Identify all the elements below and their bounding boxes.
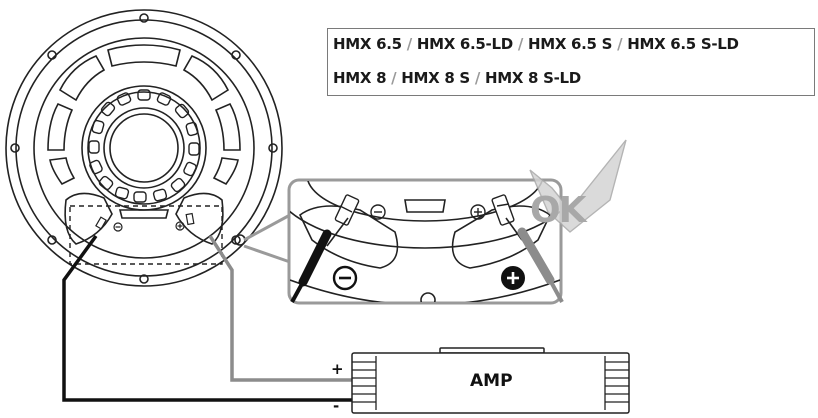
amp-label: AMP: [470, 371, 513, 391]
model-name: HMX 8 S-LD: [484, 69, 581, 87]
inset-positive-wire: [505, 217, 564, 303]
ok-label: OK: [530, 190, 586, 231]
model-list-line-2: HMX 8 / HMX 8 S / HMX 8 S-LD: [333, 69, 581, 87]
model-separator: /: [517, 35, 524, 53]
model-name: HMX 6.5 S: [527, 35, 613, 53]
inset-negative-symbol: [332, 265, 358, 291]
amplifier: [351, 347, 630, 414]
model-name: HMX 6.5: [333, 35, 402, 53]
model-name: HMX 8 S: [401, 69, 470, 87]
speaker-terminal-symbols: [95, 212, 195, 232]
amp-heatsink-fins: [352, 356, 629, 410]
zoom-inset: [287, 178, 564, 305]
model-list-line-1: HMX 6.5 / HMX 6.5-LD / HMX 6.5 S / HMX 6…: [333, 35, 739, 53]
model-separator: /: [391, 69, 397, 87]
basket-windows: [47, 44, 241, 186]
callout-connectors: [243, 213, 291, 264]
terminal-highlight-box: [69, 205, 223, 265]
positive-wire: [208, 235, 370, 382]
speaker-rear-view: [5, 9, 283, 287]
model-name: HMX 8: [333, 69, 387, 87]
inset-positive-terminal: [491, 194, 515, 226]
amp-plus-terminal-label: +: [331, 360, 344, 378]
amp-minus-terminal-label: -: [333, 397, 340, 415]
inset-positive-symbol: [501, 266, 525, 290]
motor-vents: [88, 89, 200, 203]
inset-negative-terminal: [334, 194, 360, 226]
check-mark-icon: [529, 139, 627, 233]
negative-wire: [62, 234, 370, 402]
speaker-wires: [62, 234, 370, 402]
model-separator: /: [474, 69, 481, 87]
mounting-holes: [10, 13, 278, 284]
model-name: HMX 6.5-LD: [416, 35, 513, 53]
model-name: HMX 6.5 S-LD: [627, 35, 739, 53]
model-separator: /: [617, 35, 623, 53]
inset-negative-wire: [290, 217, 349, 303]
model-list-box: HMX 6.5 / HMX 6.5-LD / HMX 6.5 S / HMX 6…: [327, 28, 815, 96]
model-separator: /: [406, 35, 412, 53]
inset-terminal-symbols: [370, 204, 486, 220]
